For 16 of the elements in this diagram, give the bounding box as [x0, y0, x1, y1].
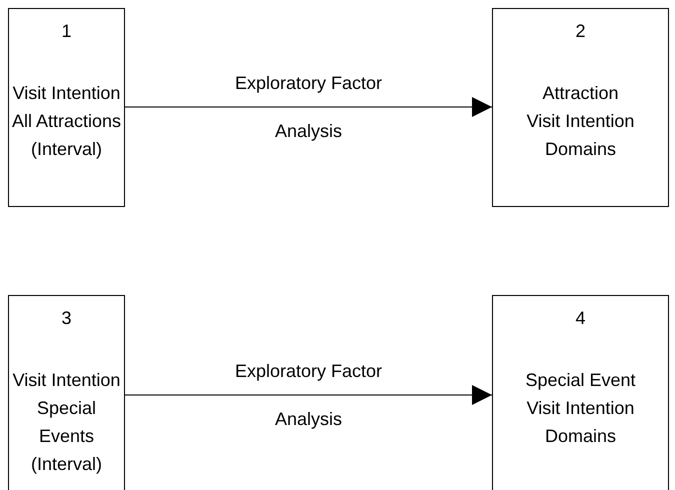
box-text: Special Event Visit Intention Domains [524, 369, 637, 448]
arrow [124, 385, 492, 405]
arrow [124, 97, 492, 117]
box-text: Attraction Visit Intention Domains [526, 82, 636, 161]
edge-label: Exploratory Factor Analysis [234, 360, 384, 431]
box-text: Visit Intention All Attractions (Interval) [10, 82, 122, 161]
box-text: Visit Intention Special Events (Interval) [12, 369, 122, 476]
process-box [8, 8, 125, 207]
process-box [492, 295, 669, 490]
edge-label: Exploratory Factor Analysis [234, 72, 384, 143]
step-number: 2 [574, 21, 586, 42]
process-box [492, 8, 669, 207]
step-number: 3 [60, 308, 72, 329]
step-number: 4 [574, 308, 586, 329]
step-number: 1 [60, 21, 72, 42]
process-box [8, 295, 125, 490]
